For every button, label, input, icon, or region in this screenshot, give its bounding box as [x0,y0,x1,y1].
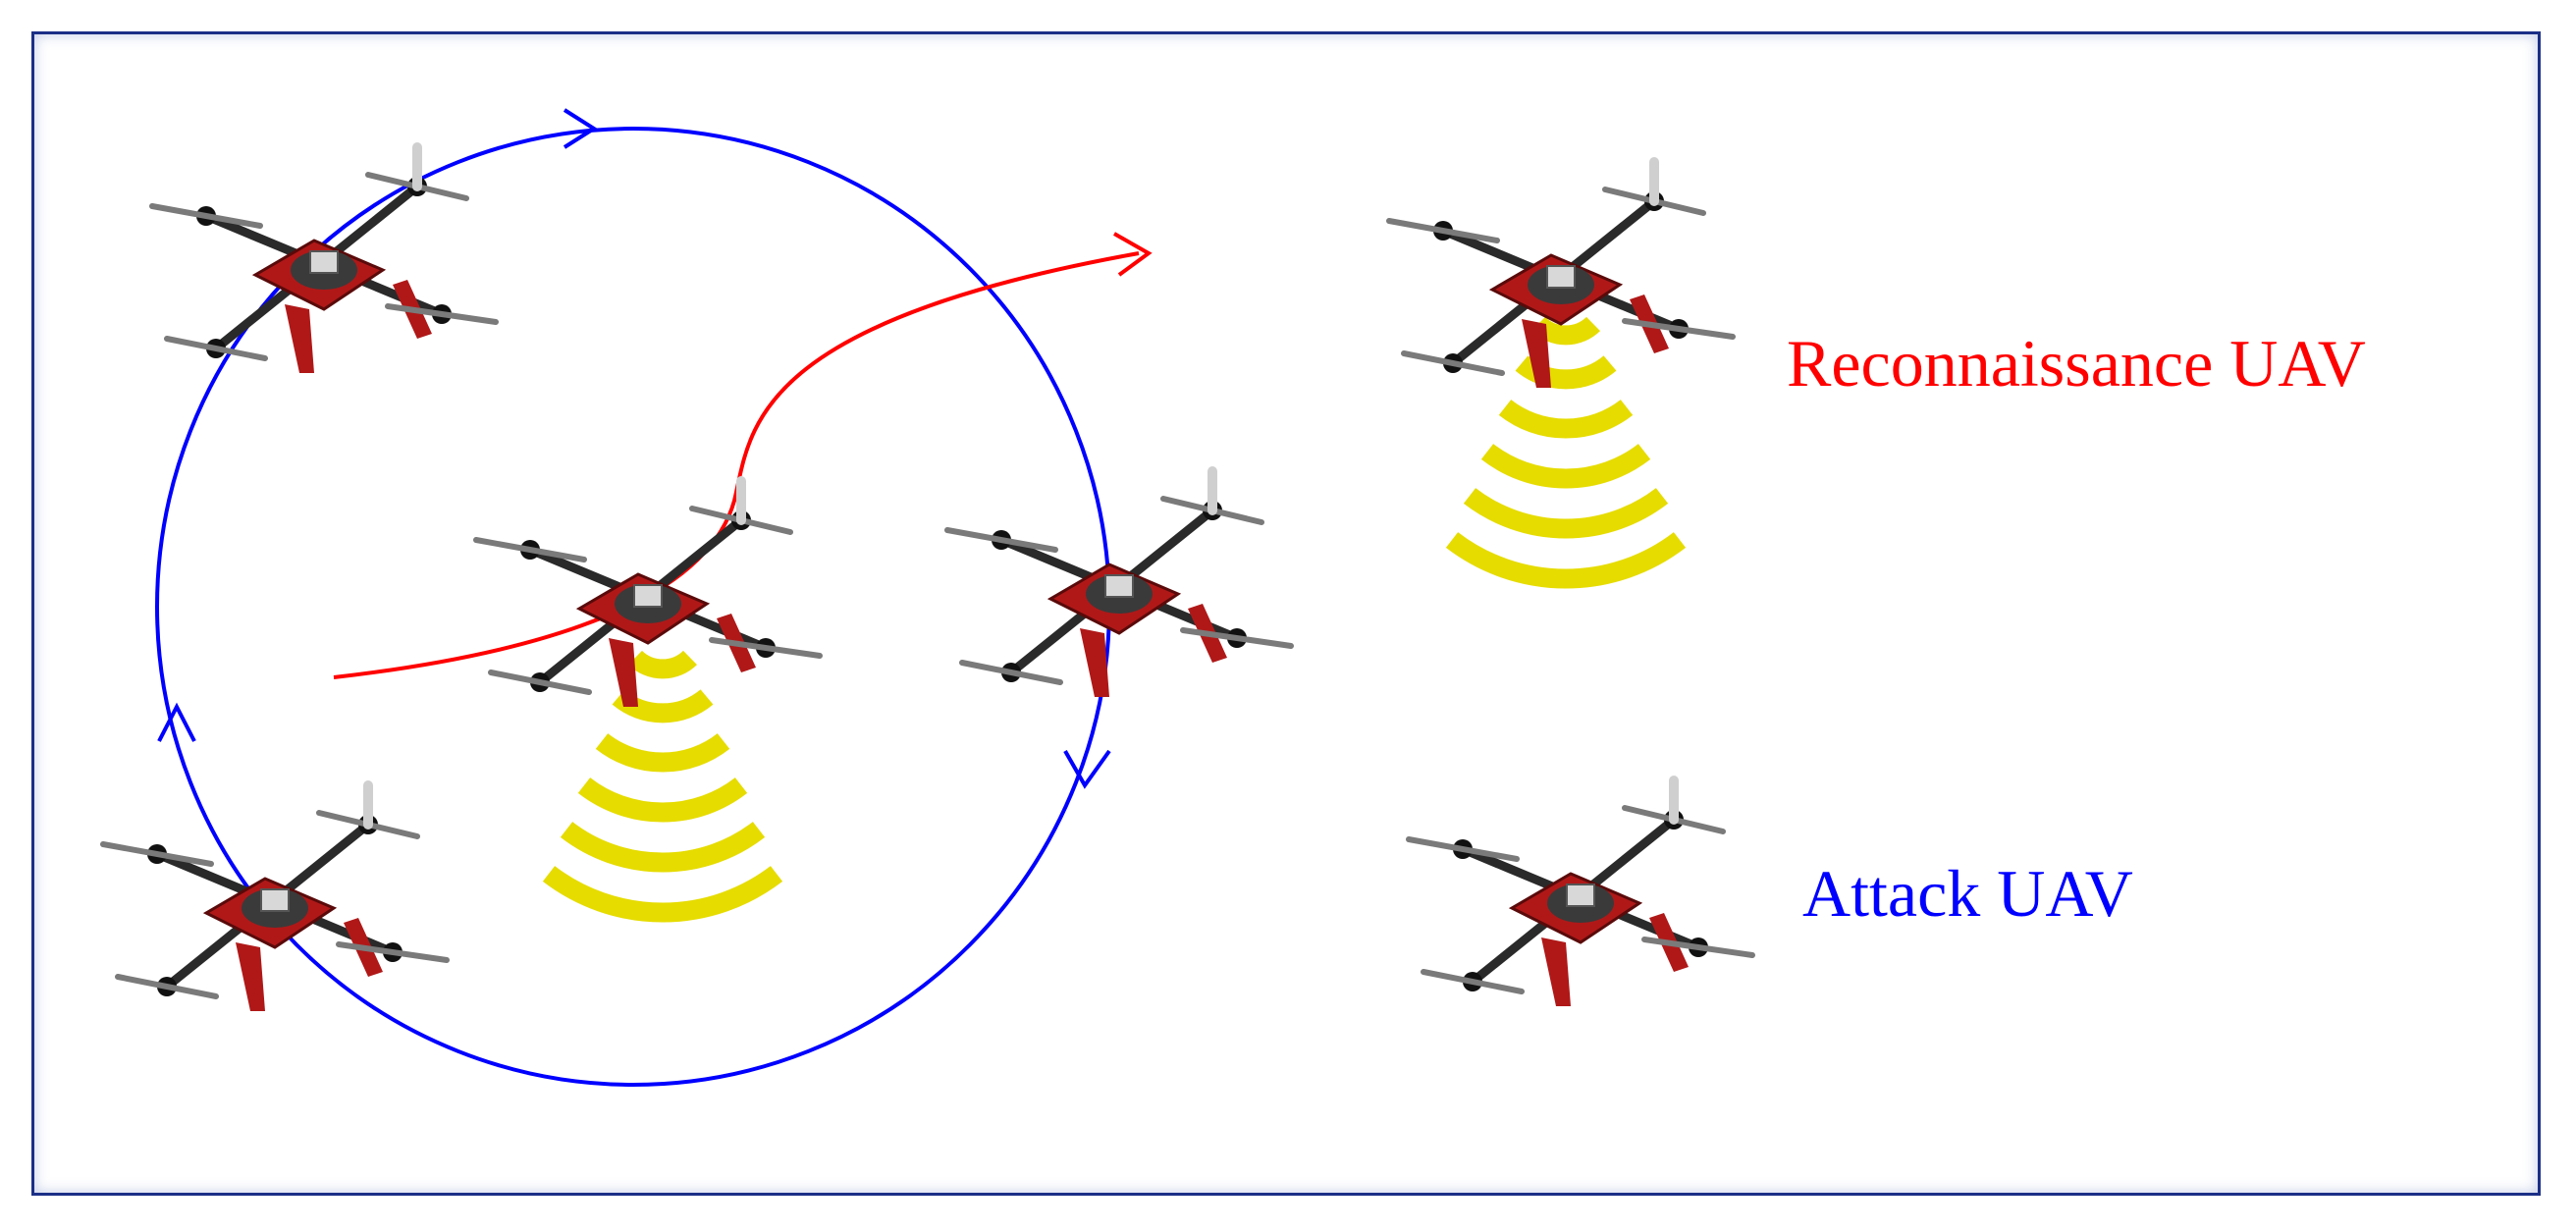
quadcopter-uav-icon [947,471,1291,697]
legend-attack-uav: Attack UAV [1802,856,2133,931]
signal-waves-icon [549,658,777,913]
legend-reconnaissance-uav: Reconnaissance UAV [1787,326,2366,401]
quadcopter-uav-icon [1409,780,1752,1006]
quadcopter-uav-icon [103,785,447,1011]
arrow-head-icon [1063,749,1111,789]
recon-flight-path [333,251,1140,679]
arrow-head-icon [1113,232,1153,277]
figure-frame [31,31,2541,1196]
arrow-head-icon [157,702,196,742]
quadcopter-uav-icon [1389,162,1733,388]
arrow-head-icon [563,108,598,149]
quadcopter-uav-icon [152,147,496,373]
signal-waves-icon [1452,324,1680,579]
